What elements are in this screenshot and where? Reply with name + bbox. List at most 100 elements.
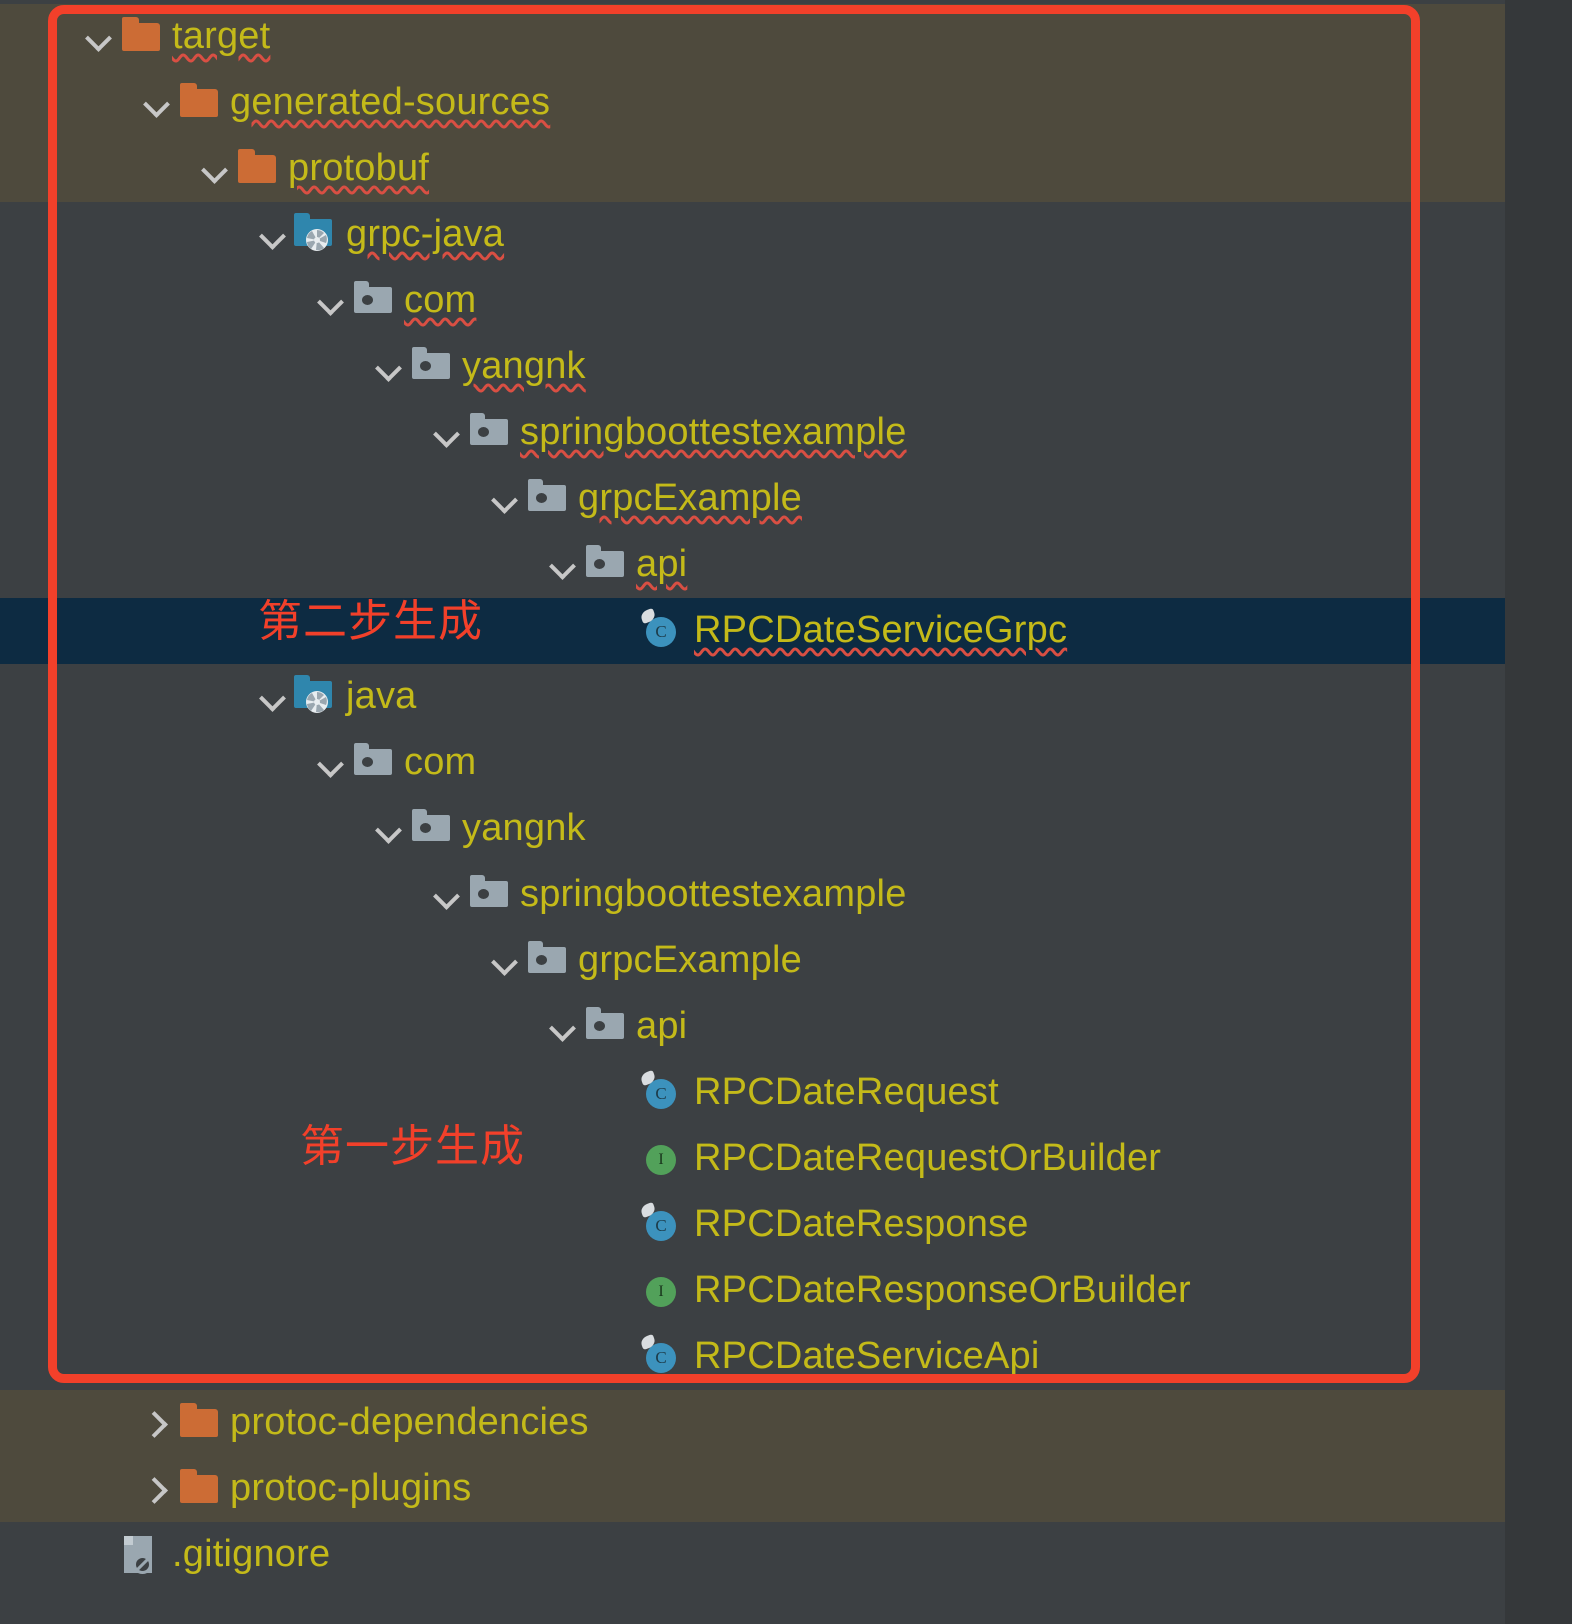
chevron-right-icon[interactable]: [136, 1469, 176, 1509]
tree-row-label: grpcExample: [578, 938, 802, 981]
chevron-down-icon[interactable]: [484, 479, 524, 519]
tree-row[interactable]: springboottestexample: [0, 400, 1505, 466]
package-folder-icon: [524, 939, 570, 983]
tree-row-label: com: [404, 278, 477, 321]
chevron-down-icon[interactable]: [426, 875, 466, 915]
tree-row[interactable]: api: [0, 532, 1505, 598]
right-gutter: [1505, 0, 1572, 1624]
tree-row-label: target: [172, 14, 271, 57]
java-interface-icon: I: [640, 1137, 686, 1181]
tree-row-label: protoc-plugins: [230, 1466, 472, 1509]
chevron-down-icon[interactable]: [368, 809, 408, 849]
source-root-folder-icon: [292, 213, 338, 257]
package-dot: [478, 889, 489, 899]
indent-spacer: [0, 169, 194, 170]
tree-row[interactable]: C RPCDateResponse: [0, 1192, 1505, 1258]
chevron-down-icon[interactable]: [368, 347, 408, 387]
tree-row[interactable]: grpc-java: [0, 202, 1505, 268]
folder-icon: [234, 147, 280, 191]
ignored-file-ban: [133, 1555, 152, 1574]
chevron-down-icon[interactable]: [310, 743, 350, 783]
tree-row-label: api: [636, 542, 688, 585]
chevron-down-icon[interactable]: [136, 83, 176, 123]
indent-spacer: [0, 103, 136, 104]
indent-spacer: [0, 433, 426, 434]
pinwheel-badge-icon: [305, 228, 329, 252]
tree-row-label: yangnk: [462, 806, 586, 849]
indent-spacer: [0, 1555, 78, 1556]
tree-row-label: java: [346, 674, 417, 717]
tree-row-label: RPCDateResponseOrBuilder: [694, 1268, 1191, 1311]
indent-spacer: [0, 829, 368, 830]
tree-row[interactable]: .gitignore: [0, 1522, 1505, 1588]
tree-row[interactable]: springboottestexample: [0, 862, 1505, 928]
ignored-file-icon: [118, 1533, 164, 1577]
tree-row[interactable]: target: [0, 4, 1505, 70]
tree-row-label: protoc-dependencies: [230, 1400, 589, 1443]
indent-spacer: [0, 1225, 600, 1226]
indent-spacer: [0, 1357, 600, 1358]
annotation-step-one: 第一步生成: [300, 1121, 525, 1172]
tree-row[interactable]: protobuf: [0, 136, 1505, 202]
package-dot: [478, 427, 489, 437]
package-folder-icon: [350, 741, 396, 785]
chevron-down-icon[interactable]: [426, 413, 466, 453]
tree-row[interactable]: com: [0, 268, 1505, 334]
indent-spacer: [0, 763, 310, 764]
package-folder-icon: [524, 477, 570, 521]
tree-row[interactable]: grpcExample: [0, 466, 1505, 532]
tree-row-label: protobuf: [288, 146, 430, 189]
tree-row-label: grpc-java: [346, 212, 505, 255]
package-folder-icon: [408, 807, 454, 851]
indent-spacer: [0, 1027, 542, 1028]
chevron-down-icon[interactable]: [78, 17, 118, 57]
package-dot: [594, 1021, 605, 1031]
tree-row[interactable]: grpcExample: [0, 928, 1505, 994]
class-glyph: C: [646, 1211, 676, 1241]
tree-row[interactable]: com: [0, 730, 1505, 796]
tree-row[interactable]: generated-sources: [0, 70, 1505, 136]
tree-row[interactable]: I RPCDateRequestOrBuilder: [0, 1126, 1505, 1192]
vertical-scrollbar-track[interactable]: [1513, 0, 1553, 1624]
chevron-down-icon[interactable]: [252, 215, 292, 255]
tree-row[interactable]: yangnk: [0, 796, 1505, 862]
tree-row[interactable]: java: [0, 664, 1505, 730]
chevron-down-icon[interactable]: [194, 149, 234, 189]
tree-row-label: RPCDateResponse: [694, 1202, 1029, 1245]
tree-row-label: .gitignore: [172, 1532, 331, 1575]
tree-row-label: yangnk: [462, 344, 586, 387]
package-folder-icon: [408, 345, 454, 389]
tree-row-label: api: [636, 1004, 688, 1047]
interface-glyph: I: [646, 1145, 676, 1175]
java-class-icon: C: [639, 607, 686, 653]
indent-spacer: [0, 1489, 136, 1490]
package-dot: [362, 757, 373, 767]
package-dot: [536, 955, 547, 965]
chevron-down-icon[interactable]: [542, 1007, 582, 1047]
chevron-down-icon[interactable]: [542, 545, 582, 585]
chevron-down-icon[interactable]: [252, 677, 292, 717]
project-tree-panel[interactable]: target generated-sources protobuf grpc-java…: [0, 0, 1505, 1624]
chevron-right-icon[interactable]: [136, 1403, 176, 1443]
tree-row[interactable]: api: [0, 994, 1505, 1060]
package-dot: [420, 823, 431, 833]
indent-spacer: [0, 961, 484, 962]
folder-icon: [176, 1467, 222, 1511]
tree-row[interactable]: protoc-dependencies: [0, 1390, 1505, 1456]
java-class-icon: C: [639, 1201, 686, 1247]
class-glyph: C: [646, 1079, 676, 1109]
chevron-down-icon[interactable]: [310, 281, 350, 321]
tree-row[interactable]: protoc-plugins: [0, 1456, 1505, 1522]
indent-spacer: [0, 37, 78, 38]
tree-row[interactable]: yangnk: [0, 334, 1505, 400]
annotation-step-two: 第二步生成: [258, 596, 483, 647]
tree-row-label: RPCDateRequestOrBuilder: [694, 1136, 1162, 1179]
package-folder-icon: [466, 411, 512, 455]
indent-spacer: [0, 499, 484, 500]
pinwheel-badge-icon: [305, 690, 329, 714]
chevron-down-icon[interactable]: [484, 941, 524, 981]
